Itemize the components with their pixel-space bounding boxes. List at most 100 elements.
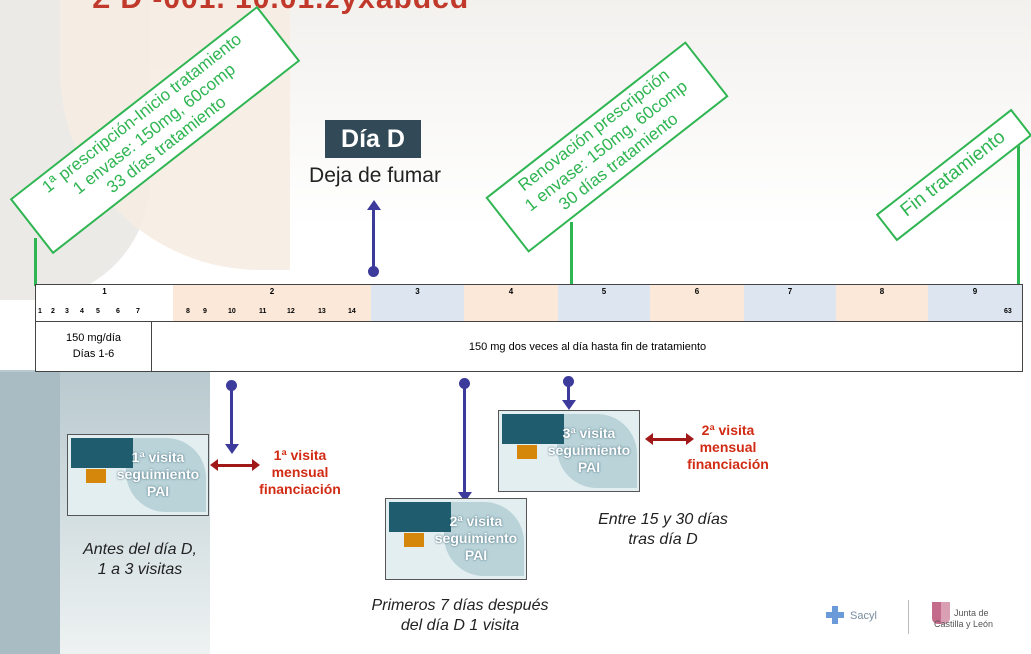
week-cell: 9: [928, 285, 1022, 321]
visit1-card: 1ª visita seguimiento PAI: [67, 434, 209, 516]
week-number: 7: [787, 287, 793, 296]
financing2-label: 2ª visita mensual financiación: [673, 422, 783, 473]
week-number: 3: [415, 287, 420, 296]
visit2-arrow-line: [463, 384, 466, 494]
week-cell: 7: [744, 285, 836, 321]
day-number: 3: [65, 308, 69, 315]
visit3-pai: PAI: [577, 459, 601, 475]
week-number: 8: [879, 287, 885, 296]
renewal-line: [570, 222, 573, 286]
week-number: 6: [694, 287, 700, 296]
page-title-fragment: Σ D -001. 10.01.zyxabdcd: [92, 0, 469, 16]
junta-shield-icon: [932, 602, 950, 624]
financing2-arrow-right: [686, 433, 694, 445]
week-cell: 2: [173, 285, 371, 321]
day-number: 14: [348, 308, 356, 315]
end-line: [1017, 138, 1020, 286]
day-number: 13: [318, 308, 326, 315]
week-cell: 4: [464, 285, 558, 321]
day-d-arrow-dot: [368, 266, 379, 277]
sacyl-logo-icon: [826, 606, 844, 624]
week-number: 2: [269, 287, 275, 296]
visit1-subtitle: seguimiento: [116, 466, 200, 482]
dose-initial: 150 mg/día Días 1-6: [36, 322, 152, 372]
financing2-double-arrow: [650, 438, 688, 441]
day-number: 4: [80, 308, 84, 315]
day-number: 2: [51, 308, 55, 315]
visit2-subtitle: seguimiento: [434, 530, 518, 546]
background-bottom-strip: [0, 372, 60, 654]
junta-line: Castilla y León: [934, 619, 994, 629]
visit1-arrow-dot: [226, 380, 237, 391]
financing1-line: mensual: [271, 464, 329, 480]
day-d-caption: Deja de fumar: [309, 164, 441, 187]
financing1-arrow-right: [252, 459, 260, 471]
day-number-last: 63: [1004, 308, 1012, 315]
day-number: 1: [38, 308, 42, 315]
visit3-card: 3ª visita seguimiento PAI: [498, 410, 640, 492]
visit3-caption-line: tras día D: [628, 531, 698, 548]
visit2-title: 2ª visita: [449, 513, 503, 529]
junta-line: Junta de: [954, 608, 989, 618]
sacyl-logo-text: Sacyl: [850, 610, 877, 622]
visit2-card-text: 2ª visita seguimiento PAI: [426, 513, 526, 564]
day-number: 9: [203, 308, 207, 315]
week-cell: 1: [36, 285, 173, 321]
visit3-title: 3ª visita: [562, 425, 616, 441]
visit1-arrow-head: [225, 444, 239, 454]
day-number: 6: [116, 308, 120, 315]
visit3-subtitle: seguimiento: [547, 442, 631, 458]
visit3-arrow-dot: [563, 376, 574, 387]
financing1-line: financiación: [259, 481, 341, 497]
visit2-pai: PAI: [464, 547, 488, 563]
visit1-title: 1ª visita: [131, 449, 185, 465]
visit2-caption-line: del día D 1 visita: [400, 617, 520, 634]
financing1-line: 1ª visita: [273, 447, 327, 463]
visit3-caption-line: Entre 15 y 30 días: [598, 511, 728, 528]
financing2-line: 2ª visita: [701, 422, 755, 438]
day-d-arrow-head: [367, 200, 381, 210]
start-line: [34, 238, 37, 286]
day-number: 12: [287, 308, 295, 315]
visit2-arrow-head: [458, 492, 472, 502]
visit1-card-text: 1ª visita seguimiento PAI: [108, 449, 208, 500]
dose-rest: 150 mg dos veces al día hasta fin de tra…: [468, 341, 707, 353]
visit2-caption: Primeros 7 días después del día D 1 visi…: [330, 596, 590, 636]
week-cell: 8: [836, 285, 928, 321]
visit3-caption: Entre 15 y 30 días tras día D: [578, 510, 748, 550]
day-number: 11: [259, 308, 267, 315]
day-number: 8: [186, 308, 190, 315]
dose-row: 150 mg/día Días 1-6 150 mg dos veces al …: [36, 321, 1022, 372]
week-number: 9: [972, 287, 978, 296]
week-number: 1: [102, 287, 107, 296]
day-number: 7: [136, 308, 140, 315]
visit1-caption-line: Antes del día D,: [83, 541, 197, 558]
visit1-arrow-line: [230, 386, 233, 446]
visit1-pai: PAI: [146, 483, 170, 499]
junta-logo-text: Junta de Castilla y León: [934, 608, 993, 630]
visit2-arrow-dot: [459, 378, 470, 389]
day-d-label: Día D: [325, 120, 421, 158]
day-number: 10: [228, 308, 236, 315]
visit3-arrow-line: [567, 382, 570, 402]
week-number: 4: [508, 287, 514, 296]
financing1-arrow-left: [210, 459, 218, 471]
visit2-caption-line: Primeros 7 días después: [371, 597, 549, 614]
week-cell: 6: [650, 285, 744, 321]
visit3-card-text: 3ª visita seguimiento PAI: [539, 425, 639, 476]
financing1-double-arrow: [214, 464, 254, 467]
logo-divider: [908, 600, 909, 634]
financing1-label: 1ª visita mensual financiación: [245, 447, 355, 498]
financing2-line: mensual: [699, 439, 757, 455]
visit2-card: 2ª visita seguimiento PAI: [385, 498, 527, 580]
week-number: 5: [601, 287, 607, 296]
dose-initial-line: Días 1-6: [72, 348, 115, 360]
financing2-line: financiación: [687, 456, 769, 472]
visit1-caption-line: 1 a 3 visitas: [97, 561, 183, 578]
financing2-arrow-left: [645, 433, 653, 445]
visit3-arrow-head: [562, 400, 576, 410]
day-number: 5: [96, 308, 100, 315]
dose-initial-line: 150 mg/día: [65, 332, 122, 344]
week-cell: 3: [371, 285, 464, 321]
